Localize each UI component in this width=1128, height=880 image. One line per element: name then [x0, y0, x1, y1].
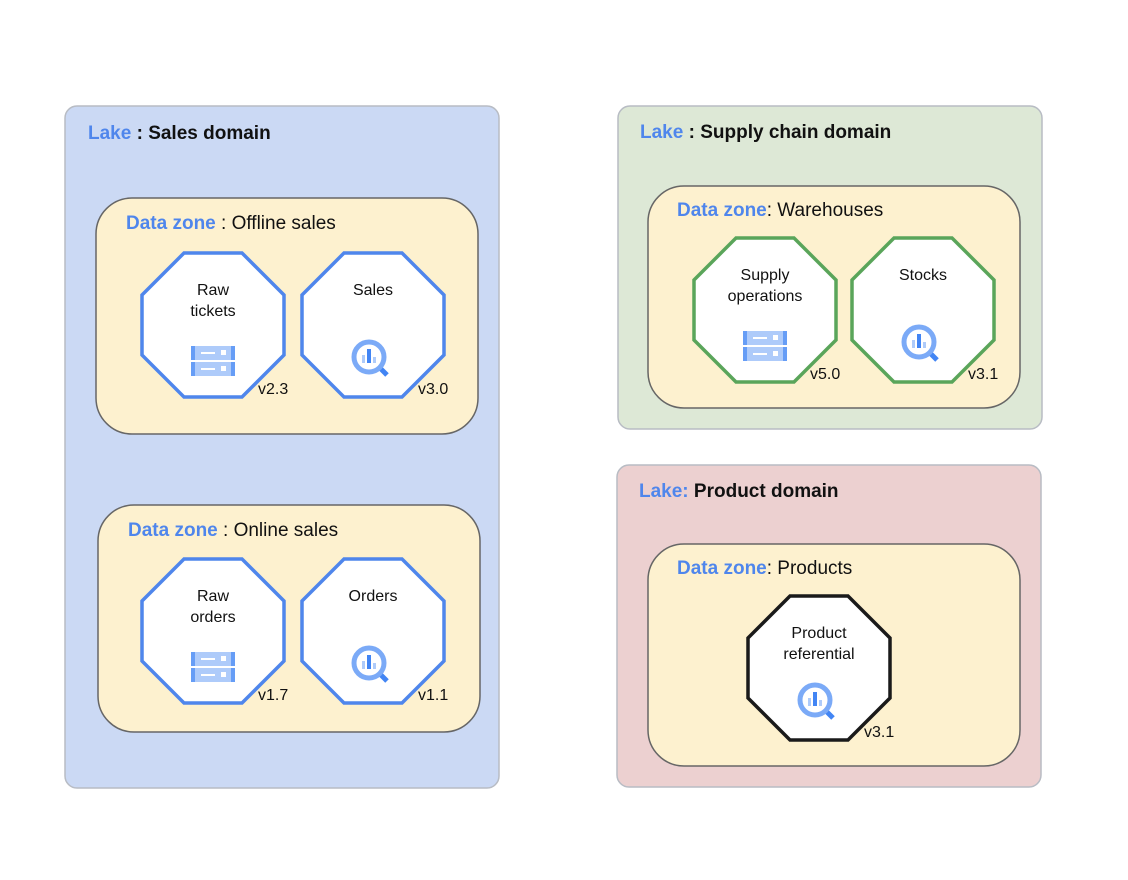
asset-version: v3.0	[418, 381, 448, 398]
asset-name: Sales	[353, 282, 393, 299]
asset-name: Product	[791, 625, 847, 642]
bigquery-icon	[901, 324, 939, 362]
zone-prefix: Data zone	[128, 520, 218, 541]
zone-title: Data zone : Online sales	[128, 520, 338, 541]
asset-version: v1.7	[258, 687, 288, 704]
asset-octagon	[140, 251, 286, 399]
asset-name: Raw	[197, 282, 229, 299]
lake-title: Lake : Sales domain	[88, 123, 271, 144]
asset-version: v3.1	[864, 724, 894, 741]
asset-octagon	[746, 594, 892, 742]
lake-prefix: Lake	[640, 122, 683, 143]
asset-name: operations	[728, 288, 803, 305]
data-asset[interactable]: Orders v1.1	[300, 557, 448, 705]
asset-name: orders	[190, 609, 235, 626]
zone-title: Data zone: Warehouses	[677, 200, 883, 221]
data-asset[interactable]: Sales v3.0	[300, 251, 448, 399]
zone-title: Data zone: Products	[677, 558, 852, 579]
bigquery-icon	[351, 339, 389, 377]
bigquery-icon	[797, 682, 835, 720]
zone-name: : Online sales	[218, 520, 338, 541]
asset-octagon	[300, 251, 446, 399]
data-asset[interactable]: Product referential v3.1	[746, 594, 894, 742]
zone-prefix: Data zone	[677, 558, 767, 579]
bigquery-icon	[351, 645, 389, 683]
asset-name: referential	[783, 646, 854, 663]
asset-version: v2.3	[258, 381, 288, 398]
asset-octagon	[692, 236, 838, 384]
asset-name: Supply	[741, 267, 790, 284]
asset-name: Orders	[349, 588, 398, 605]
zone-name: : Warehouses	[767, 200, 884, 221]
asset-name: tickets	[190, 303, 235, 320]
asset-name: Stocks	[899, 267, 947, 284]
data-asset[interactable]: Stocks v3.1	[850, 236, 998, 384]
data-asset[interactable]: Raw orders v1.7	[140, 557, 288, 705]
lake-prefix: Lake:	[639, 481, 689, 502]
storage-icon	[191, 346, 235, 376]
zone-name: : Offline sales	[216, 213, 336, 234]
asset-name: Raw	[197, 588, 229, 605]
zone-name: : Products	[767, 558, 853, 579]
asset-version: v3.1	[968, 366, 998, 383]
lake-name: Product domain	[689, 481, 839, 502]
zone-title: Data zone : Offline sales	[126, 213, 336, 234]
zone-prefix: Data zone	[677, 200, 767, 221]
storage-icon	[743, 331, 787, 361]
lake-name: : Supply chain domain	[683, 122, 891, 143]
lake-name: : Sales domain	[131, 123, 270, 144]
asset-octagon	[140, 557, 286, 705]
asset-octagon	[850, 236, 996, 384]
asset-version: v5.0	[810, 366, 840, 383]
storage-icon	[191, 652, 235, 682]
lake-title: Lake: Product domain	[639, 481, 839, 502]
lake-title: Lake : Supply chain domain	[640, 122, 891, 143]
asset-octagon	[300, 557, 446, 705]
asset-version: v1.1	[418, 687, 448, 704]
zone-prefix: Data zone	[126, 213, 216, 234]
data-asset[interactable]: Supply operations v5.0	[692, 236, 840, 384]
lake-prefix: Lake	[88, 123, 131, 144]
data-asset[interactable]: Raw tickets v2.3	[140, 251, 288, 399]
